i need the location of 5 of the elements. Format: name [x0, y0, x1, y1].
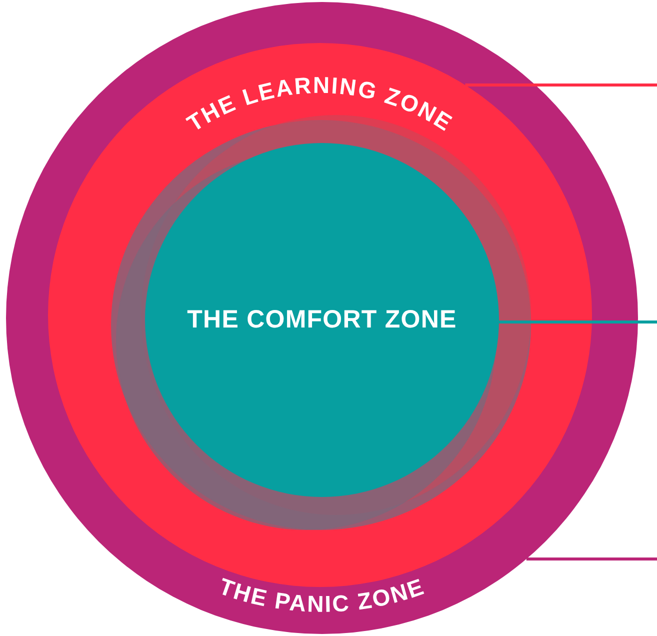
leader-line	[465, 84, 657, 86]
leader-line	[526, 558, 657, 560]
zone-label: THE PANIC ZONE	[216, 573, 428, 618]
leader-line	[499, 320, 657, 324]
zone-label: THE COMFORT ZONE	[187, 304, 457, 336]
